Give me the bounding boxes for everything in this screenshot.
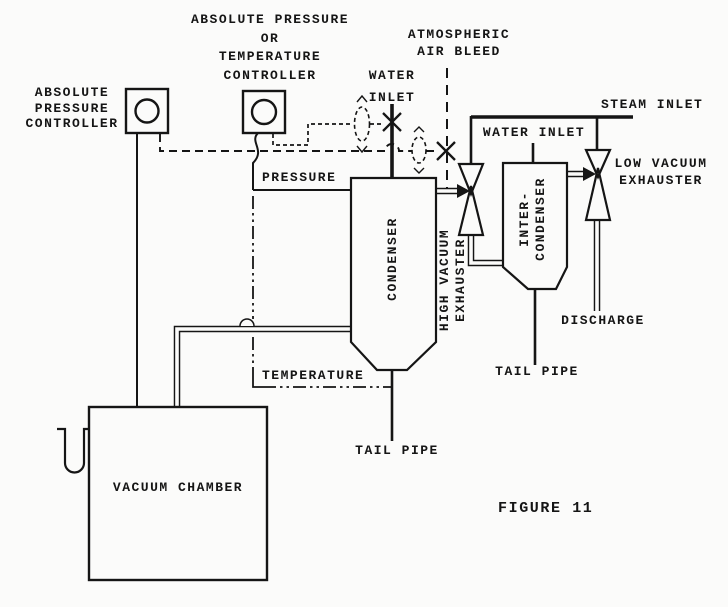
temperature-controller-box xyxy=(241,89,287,135)
actuator-tick-marks xyxy=(356,94,368,154)
water-inlet-condenser-label: WATER INLET xyxy=(368,68,416,105)
inter-condenser-label: INTER- CONDENSER xyxy=(517,177,548,261)
u-trap-icon xyxy=(57,427,89,474)
tail-pipe-intercondenser-label: TAIL PIPE xyxy=(495,364,579,379)
actuator-tick-marks xyxy=(413,126,425,174)
temperature-line-corner xyxy=(252,369,263,388)
pipe-crossover-jump xyxy=(239,318,255,327)
temperature-line-label: TEMPERATURE xyxy=(262,368,365,383)
flow-arrowhead-icon xyxy=(583,167,596,181)
steam-inlet-label: STEAM INLET xyxy=(601,97,704,112)
low-vacuum-exhauster-upper-cone xyxy=(584,148,612,180)
inter-condenser-vessel xyxy=(501,161,569,291)
hv-exhauster-discharge-pipe-core xyxy=(469,235,504,265)
high-vacuum-exhauster-label: HIGH VACUUM EXHAUSTER xyxy=(437,228,468,332)
tail-pipe-condenser-label: TAIL PIPE xyxy=(355,443,439,458)
low-vacuum-exhauster-label: LOW VACUUM EXHAUSTER xyxy=(614,156,708,188)
air-bleed-valve-icon xyxy=(436,141,456,161)
process-lines xyxy=(136,104,633,441)
pressure-controller-signal-line xyxy=(159,134,438,152)
water-inlet-intercondenser-label: WATER INLET xyxy=(482,125,586,140)
temperature-controller-signal-line xyxy=(272,123,383,146)
pressure-line-label: PRESSURE xyxy=(262,170,337,185)
atmospheric-air-bleed-label: ATMOSPHERIC AIR BLEED xyxy=(407,27,511,59)
condenser-vessel xyxy=(349,176,438,372)
vacuum-chamber-box xyxy=(87,405,269,582)
valve-actuator-icon xyxy=(353,106,371,142)
controller-dial-icon xyxy=(250,98,278,126)
high-vacuum-exhauster-upper-cone xyxy=(457,162,485,197)
valve-actuator-icon xyxy=(411,136,427,164)
pipes xyxy=(173,170,601,407)
controller-sense-drop xyxy=(252,132,259,190)
figure-caption: FIGURE 11 xyxy=(498,500,594,517)
absolute-pressure-controller-label: ABSOLUTE PRESSURE CONTROLLER xyxy=(25,85,119,131)
hv-exhauster-discharge-pipe-outline xyxy=(467,235,504,267)
low-vacuum-exhauster-lower-cone xyxy=(584,167,612,222)
control-lines xyxy=(159,68,448,388)
flow-arrowhead-icon xyxy=(457,184,470,198)
equipment xyxy=(57,87,612,582)
high-vacuum-exhauster-lower-cone xyxy=(457,185,485,237)
discharge-label: DISCHARGE xyxy=(561,313,645,328)
abs-press-or-temp-controller-label: ABSOLUTE PRESSURE OR TEMPERATURE CONTROL… xyxy=(190,12,350,83)
absolute-pressure-controller-box xyxy=(124,87,170,135)
condenser-label: CONDENSER xyxy=(385,217,400,301)
vapor-pipe-core xyxy=(175,327,351,407)
vacuum-chamber-label: VACUUM CHAMBER xyxy=(112,480,244,495)
water-inlet-valve-icon xyxy=(382,112,402,132)
controller-dial-icon xyxy=(134,98,160,124)
valves xyxy=(382,112,596,198)
